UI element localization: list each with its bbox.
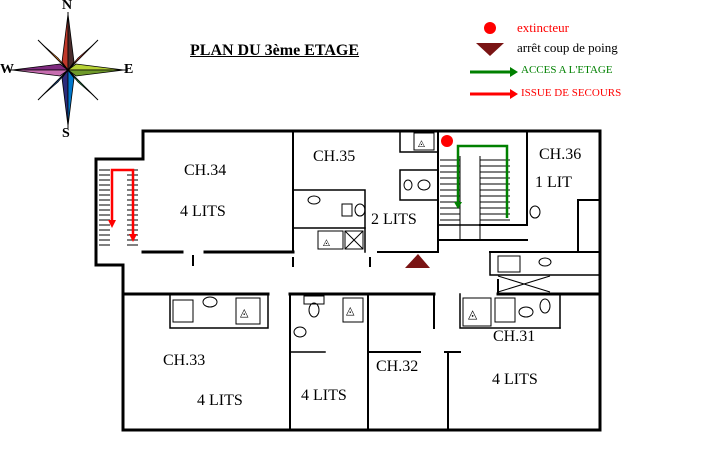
room-ch34-name: CH.34 (184, 162, 227, 179)
svg-text:◬: ◬ (468, 307, 478, 321)
compass-south-label: S (62, 126, 70, 141)
extinguisher-marker-icon (441, 135, 453, 147)
compass-east-label: E (124, 62, 134, 77)
legend-floor-access-label: ACCES A L'ETAGE (521, 64, 613, 76)
legend-emergency-exit-label: ISSUE DE SECOURS (521, 87, 622, 99)
legend-emergency-stop-label: arrêt coup de poing (517, 40, 618, 55)
stairs-left (99, 169, 138, 246)
compass-rose-icon (10, 12, 128, 128)
svg-text:◬: ◬ (240, 307, 249, 319)
emergency-stop-marker-icon (405, 254, 430, 268)
floor-access-arrow (456, 144, 509, 218)
stairs-right (440, 156, 510, 240)
room-ch31-name: CH.31 (493, 328, 536, 345)
compass-north-label: N (62, 0, 73, 13)
room-ch34-beds: 4 LITS (180, 203, 226, 220)
page-title: PLAN DU 3ème ETAGE (190, 42, 360, 59)
room-ch35-name: CH.35 (313, 148, 356, 165)
red-arrow-icon (470, 89, 518, 99)
room-ch36-beds: 1 LIT (535, 174, 572, 191)
legend-icons (470, 22, 518, 99)
room-ch31-beds: 4 LITS (492, 371, 538, 388)
compass-west-label: W (0, 62, 14, 77)
green-arrow-icon (470, 67, 518, 77)
svg-text:◬: ◬ (418, 138, 425, 148)
room-ch32-beds: 4 LITS (301, 387, 347, 404)
room-ch33-beds: 4 LITS (197, 392, 243, 409)
room-ch33-name: CH.33 (163, 352, 206, 369)
emergency-stop-triangle-icon (476, 43, 504, 56)
emergency-exit-arrow (110, 168, 135, 236)
room-ch32-name: CH.32 (376, 358, 419, 375)
room-ch35-beds: 2 LITS (371, 211, 417, 228)
legend-extinguisher-label: extincteur (517, 20, 569, 35)
room-ch36-name: CH.36 (539, 146, 582, 163)
svg-text:◬: ◬ (323, 237, 330, 247)
stair-wall-left (94, 157, 125, 296)
svg-text:◬: ◬ (346, 305, 355, 317)
extinguisher-dot-icon (484, 22, 496, 34)
